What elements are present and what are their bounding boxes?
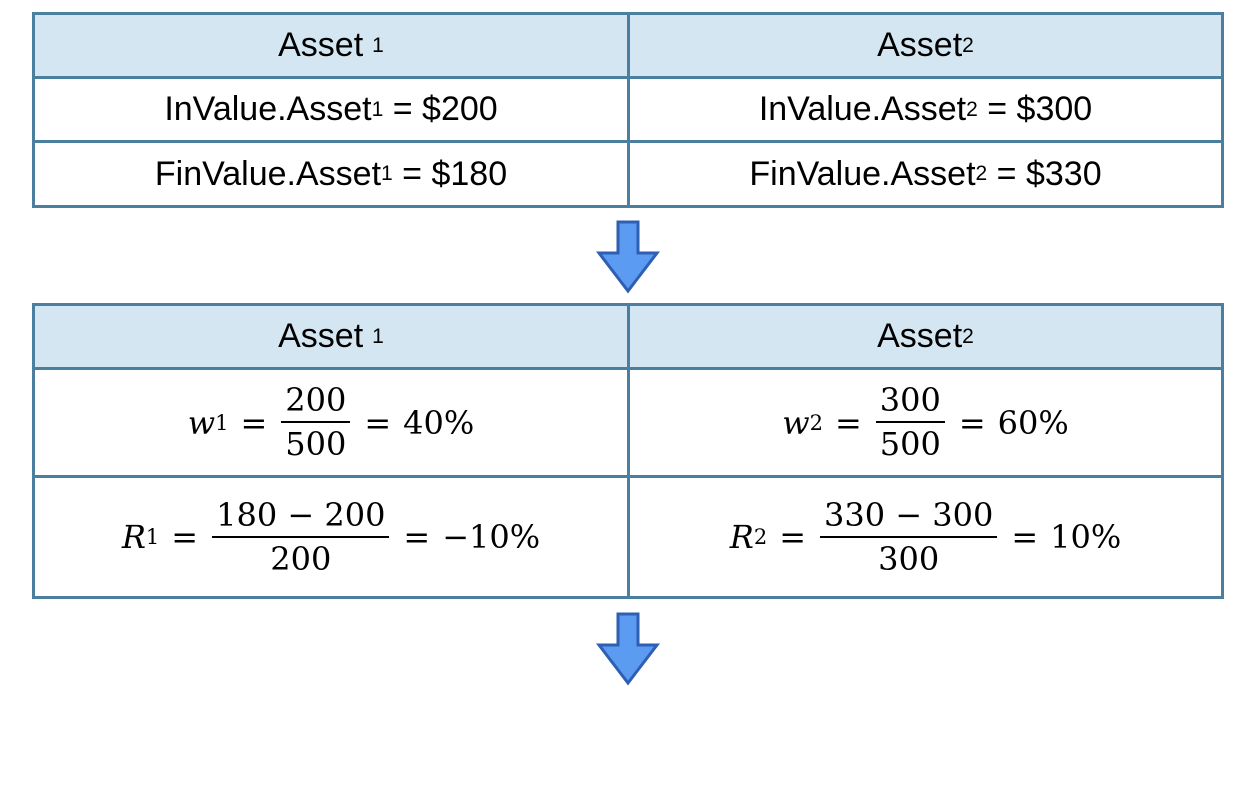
initial-value-asset-1-amount: = $200 bbox=[383, 90, 498, 128]
equals-sign: = bbox=[171, 518, 199, 556]
equals-sign: = bbox=[958, 403, 986, 442]
weight-fraction: 300 500 bbox=[875, 382, 945, 463]
return-fraction: 330 − 300 300 bbox=[820, 496, 998, 578]
header-asset-1-label: Asset bbox=[278, 26, 364, 64]
initial-value-asset-2-amount: = $300 bbox=[977, 90, 1093, 128]
equals-sign: = bbox=[1011, 518, 1039, 556]
return-result: 10% bbox=[1050, 518, 1122, 556]
equals-sign: = bbox=[240, 403, 268, 442]
equals-sign: = bbox=[834, 403, 862, 442]
return-fraction: 180 − 200 200 bbox=[212, 496, 390, 578]
final-value-asset-1-amount: = $180 bbox=[392, 154, 508, 193]
weight-fraction: 200 500 bbox=[281, 382, 351, 463]
down-arrow-icon bbox=[596, 220, 660, 294]
weight-denominator: 500 bbox=[285, 425, 347, 463]
weight-variable: w bbox=[187, 403, 216, 442]
equals-sign: = bbox=[364, 403, 392, 442]
return-result: −10% bbox=[442, 518, 541, 556]
header-asset-1-label: Asset bbox=[278, 317, 364, 355]
return-numerator: 180 − 200 bbox=[212, 496, 390, 538]
weight-result: 40% bbox=[403, 403, 475, 442]
weight-numerator: 200 bbox=[281, 382, 351, 423]
weight-variable: w bbox=[782, 403, 810, 442]
weight-denominator: 500 bbox=[879, 425, 941, 463]
equals-sign: = bbox=[403, 518, 431, 556]
final-value-asset-1-label: FinValue.Asset bbox=[154, 154, 382, 193]
weight-result: 60% bbox=[997, 403, 1069, 442]
final-value-asset-2-label: FinValue.Asset bbox=[749, 154, 976, 193]
down-arrow-icon bbox=[596, 612, 660, 686]
return-variable: R bbox=[729, 518, 754, 556]
return-numerator: 330 − 300 bbox=[820, 496, 998, 538]
header-asset-2-label: Asset bbox=[877, 26, 963, 64]
header-asset-2-label: Asset bbox=[877, 317, 963, 355]
final-value-asset-2-amount: = $330 bbox=[987, 154, 1102, 193]
return-denominator: 300 bbox=[878, 539, 940, 578]
return-denominator: 200 bbox=[270, 539, 332, 578]
initial-value-asset-2-label: InValue.Asset bbox=[758, 90, 967, 128]
initial-value-asset-1-label: InValue.Asset bbox=[164, 90, 372, 128]
equals-sign: = bbox=[779, 518, 807, 556]
weight-numerator: 300 bbox=[875, 382, 945, 423]
return-variable: R bbox=[121, 518, 146, 556]
